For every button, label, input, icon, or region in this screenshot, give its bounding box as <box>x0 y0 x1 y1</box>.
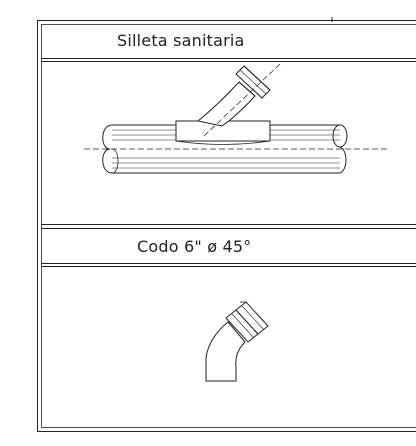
branch-pipe <box>198 66 270 126</box>
codo-45-drawing <box>206 302 268 381</box>
silleta-sanitaria-drawing <box>84 64 390 173</box>
panel-1-frame <box>42 59 416 267</box>
panel-title-silleta: Silleta sanitaria <box>117 31 245 50</box>
panel-title-codo: Codo 6" ø 45° <box>137 237 251 256</box>
